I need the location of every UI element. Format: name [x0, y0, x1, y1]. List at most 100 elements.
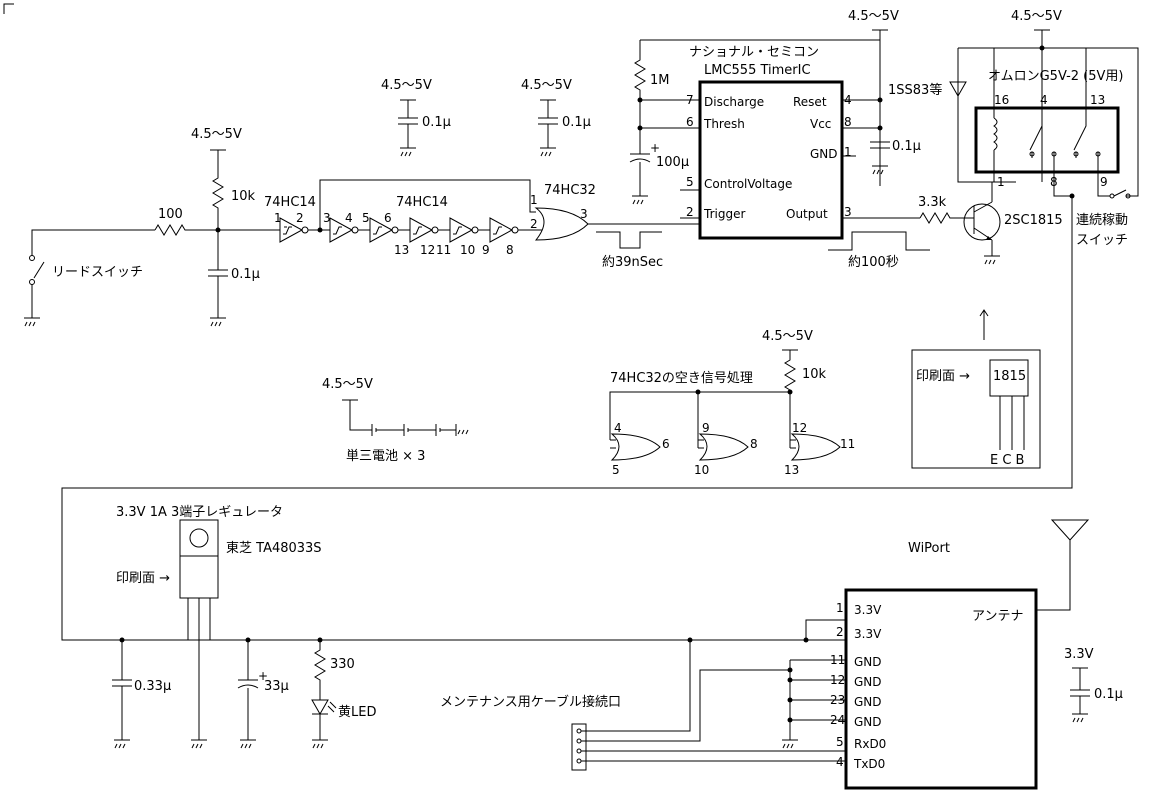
regulator-part: 東芝 TA48033S	[226, 540, 322, 556]
timer-supply-label: 4.5～5V	[848, 9, 899, 24]
relay-body	[974, 106, 1120, 174]
vcc-bypass-cap-label: 0.1μ	[892, 139, 921, 154]
transistor-pinout: 印刷面 → 1815 E C B	[911, 309, 1041, 469]
pin-label: 1	[274, 211, 282, 225]
led-resistor-label: 330	[330, 657, 355, 672]
bypass-supply-label: 4.5～5V	[381, 78, 432, 93]
relay-supply-label: 4.5～5V	[1011, 9, 1062, 24]
regulator-title: 3.3V 1A 3端子レギュレータ	[116, 505, 283, 520]
regulator-face-label: 印刷面 →	[116, 571, 170, 586]
timer-maker-label: ナショナル・セミコン	[689, 45, 819, 60]
relay-pin: 4	[1040, 93, 1048, 107]
pin-number: 2	[686, 205, 694, 219]
cable-label: メンテナンス用ケーブル接続口	[440, 694, 621, 710]
pin-number: 1	[844, 145, 852, 159]
continuous-switch-label-2: スイッチ	[1076, 233, 1128, 248]
transistor-label: 2SC1815	[1004, 213, 1063, 228]
output-pulse-label: 約100秒	[848, 255, 899, 270]
pin-name: GND	[854, 695, 882, 709]
battery: 4.5～5V 単三電池 × 3	[322, 377, 469, 464]
pin-name: Vcc	[810, 117, 831, 131]
input-stage: リードスイッチ 100 4.5～5V 10k 0.1μ	[24, 127, 280, 327]
unused-resistor-label: 10k	[802, 367, 827, 382]
pin-name: GND	[854, 655, 882, 669]
reed-switch-label: リードスイッチ	[52, 265, 143, 280]
pin-name: Output	[786, 207, 828, 221]
led-label: 黄LED	[338, 705, 376, 720]
hc14-b-label: 74HC14	[396, 195, 448, 210]
pin-name: RxD0	[854, 737, 886, 751]
wiport-bypass-cap-label: 0.1μ	[1094, 687, 1123, 702]
wiport-name: WiPort	[908, 541, 950, 556]
relay-pin: 1	[997, 175, 1005, 189]
pin-number: 4	[844, 93, 852, 107]
input-supply-label: 4.5～5V	[191, 127, 242, 142]
pin-name: GND	[854, 715, 882, 729]
pin-number: 2	[836, 625, 844, 639]
pin-label: 3	[580, 207, 588, 221]
regulator-cin-label: 0.33μ	[134, 679, 171, 694]
pin-name: Trigger	[703, 207, 745, 221]
timer-part-label: LMC555 TimerIC	[704, 63, 811, 78]
timing-resistor-label: 1M	[650, 73, 670, 88]
input-cap-label: 0.1μ	[231, 267, 260, 282]
pin-name: TxD0	[853, 757, 885, 771]
relay-pin: 13	[1090, 93, 1105, 107]
series-resistor-label: 100	[158, 207, 183, 222]
timing-cap-label: 100μ	[656, 155, 689, 170]
battery-label: 単三電池 × 3	[346, 448, 425, 464]
pin-number: 8	[844, 115, 852, 129]
pin-label: 6	[662, 437, 670, 451]
wiport: WiPort アンテナ 1 3.3V 2 3.3V 11 GND 12 GND …	[440, 519, 1123, 790]
relay-pin: 16	[994, 93, 1009, 107]
pullup-resistor-label: 10k	[231, 189, 256, 204]
antenna-label: アンテナ	[972, 609, 1023, 624]
battery-supply-label: 4.5～5V	[322, 377, 373, 392]
pin-label: 5	[362, 211, 370, 225]
relay-driver: 3.3k 2SC1815 オムロンG5V-2 (5V用) 4.5～5V 1SS8…	[61, 9, 1139, 641]
pin-label: 9	[482, 243, 490, 257]
pin-name: GND	[810, 147, 838, 161]
inverter-chain: 74HC14 74HC14 1 2 3 4 5 6 13	[264, 179, 700, 270]
pinout-face-label: 印刷面 →	[916, 369, 970, 384]
bypass-supply-label: 4.5～5V	[521, 78, 572, 93]
pin-label: 5	[612, 463, 620, 477]
pin-label: 12	[420, 243, 435, 257]
pin-label: 8	[750, 437, 758, 451]
relay-name-label: オムロンG5V-2 (5V用)	[988, 69, 1124, 84]
pin-label: 6	[384, 211, 392, 225]
pin-label: 2	[530, 217, 538, 231]
pin-label: 10	[460, 243, 475, 257]
unused-gates-title: 74HC32の空き信号処理	[610, 371, 753, 386]
pin-number: 7	[686, 93, 694, 107]
unused-gates: 74HC32の空き信号処理 4.5～5V 10k 4 5 6 9 10 8 12…	[609, 329, 855, 477]
pin-label: 9	[702, 421, 710, 435]
timer-555: ナショナル・セミコン LMC555 TimerIC 7 Discharge 6 …	[629, 9, 930, 270]
pin-label: 1	[530, 193, 538, 207]
wiport-body	[844, 588, 1038, 790]
diode-label: 1SS83等	[888, 82, 942, 98]
base-resistor-label: 3.3k	[918, 195, 947, 210]
pin-name: 3.3V	[854, 603, 882, 617]
corner-mark	[3, 3, 14, 14]
pin-number: 5	[686, 175, 694, 189]
pin-label: 3	[323, 211, 331, 225]
hc32-label: 74HC32	[544, 183, 596, 198]
pin-label: 2	[296, 211, 304, 225]
trigger-pulse-label: 約39nSec	[602, 255, 663, 270]
pinout-part-label: 1815	[993, 369, 1026, 384]
continuous-switch-label-1: 連続稼動	[1076, 213, 1128, 228]
cable-connector	[571, 723, 587, 771]
unused-supply-label: 4.5～5V	[762, 329, 813, 344]
pin-name: Thresh	[703, 117, 745, 131]
plus-mark: +	[258, 669, 268, 683]
pin-label: 12	[792, 421, 807, 435]
hc14-a-label: 74HC14	[264, 195, 316, 210]
pin-label: 13	[394, 243, 409, 257]
pin-name: Reset	[793, 95, 827, 109]
pin-label: 8	[506, 243, 514, 257]
pin-label: 4	[614, 421, 622, 435]
pin-number: 4	[836, 755, 844, 769]
pin-label: 11	[436, 243, 451, 257]
